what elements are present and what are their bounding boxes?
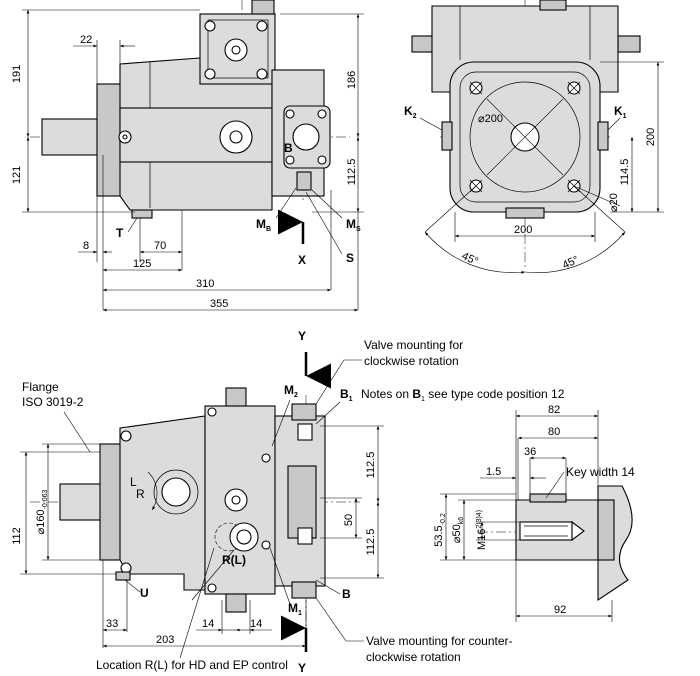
label-Y-top: Y [298, 329, 306, 343]
label-X: X [298, 253, 306, 267]
label-K2: K2 [404, 104, 417, 120]
label-key-width: Key width 14 [566, 465, 635, 479]
dim-82: 82 [548, 404, 560, 416]
dim-92: 92 [554, 604, 566, 616]
dim-dia50: ⌀50k6 [451, 517, 465, 543]
label-valve-cw-1: Valve mounting for [364, 338, 463, 352]
front-view: ⌀200 200 200 114.5 ⌀20 45° 45° K2 K1 [404, 0, 664, 274]
label-MS: MS [346, 217, 361, 233]
label-B: B [284, 141, 293, 155]
dim-36: 36 [524, 446, 536, 458]
dim-191: 191 [11, 65, 23, 83]
dim-80: 80 [548, 426, 560, 438]
dim-200-width: 200 [514, 224, 532, 236]
bottom-view: 112 ⌀160-0.063 112.5 112.5 50 33 203 14 … [11, 329, 565, 675]
port-K1 [597, 121, 609, 151]
dim-186: 186 [346, 71, 358, 89]
label-flange-iso: ISO 3019-2 [22, 395, 84, 409]
dim-112-5-lower: 112.5 [365, 529, 377, 556]
pilot-circle [469, 81, 581, 193]
angle-45-right: 45° [561, 254, 581, 272]
drive-shaft [41, 118, 101, 156]
dim-33: 33 [106, 618, 118, 630]
dim-355: 355 [210, 298, 228, 310]
dim-200-height: 200 [645, 128, 657, 146]
dim-50: 50 [343, 514, 355, 526]
label-T: T [116, 226, 124, 240]
dim-112-5-upper: 112.5 [365, 452, 377, 479]
label-U: U [140, 586, 149, 600]
label-MB: MB [256, 217, 271, 233]
label-RL: R(L) [222, 553, 246, 567]
dim-1-5: 1.5 [486, 466, 501, 478]
label-L-arrow: L [130, 475, 137, 489]
dim-53-5: 53.5-0.2 [433, 513, 447, 547]
shaft-detail: 82 80 36 1.5 Key width 14 53.5-0.2 ⌀50k6… [433, 404, 635, 622]
label-valve-cw-2: clockwise rotation [364, 354, 459, 368]
label-K1: K1 [614, 104, 627, 120]
label-valve-ccw-1: Valve mounting for counter- [366, 634, 513, 648]
label-B: B [342, 587, 351, 601]
angle-45-left: 45° [460, 250, 480, 268]
shaft-key [529, 493, 567, 503]
port-K2 [441, 121, 453, 151]
dim-8: 8 [83, 240, 89, 252]
dim-203: 203 [156, 634, 174, 646]
label-S: S [346, 251, 354, 265]
side-view: 191 121 22 186 112.5 8 70 125 310 355 B [11, 0, 364, 312]
right-boss [617, 35, 641, 53]
label-R-arrow: R [136, 487, 145, 501]
label-location-RL: Location R(L) for HD and EP control [96, 658, 288, 672]
dim-dia160: ⌀160-0.063 [35, 489, 49, 534]
label-valve-ccw-2: clockwise rotation [366, 650, 461, 664]
label-M1: M1 [288, 601, 302, 617]
valve-slot [287, 465, 317, 539]
dim-112: 112 [11, 527, 23, 545]
dim-14-right: 14 [250, 618, 262, 630]
left-boss [411, 35, 435, 53]
dim-121: 121 [11, 166, 23, 184]
label-flange: Flange [22, 380, 59, 394]
mounting-flange [96, 83, 122, 197]
dim-112-5: 112.5 [346, 159, 358, 186]
threaded-bore [519, 521, 573, 541]
dim-dia20: ⌀20 [608, 193, 620, 212]
label-notes-B1: Notes on B1 see type code position 12 [361, 387, 565, 403]
dim-310: 310 [196, 278, 214, 290]
dim-125: 125 [133, 258, 151, 270]
dim-14-left: 14 [202, 618, 214, 630]
dim-M16: M162)3)4) [476, 510, 488, 550]
dim-114-5: 114.5 [619, 159, 631, 186]
label-M2: M2 [284, 383, 298, 399]
bottom-shaft [59, 483, 105, 521]
label-Y-bottom: Y [298, 661, 306, 675]
dim-dia200: ⌀200 [478, 113, 503, 125]
dim-70: 70 [154, 240, 166, 252]
bottom-housing [119, 415, 206, 591]
label-B1: B1 [340, 387, 353, 403]
dim-22: 22 [80, 34, 92, 46]
